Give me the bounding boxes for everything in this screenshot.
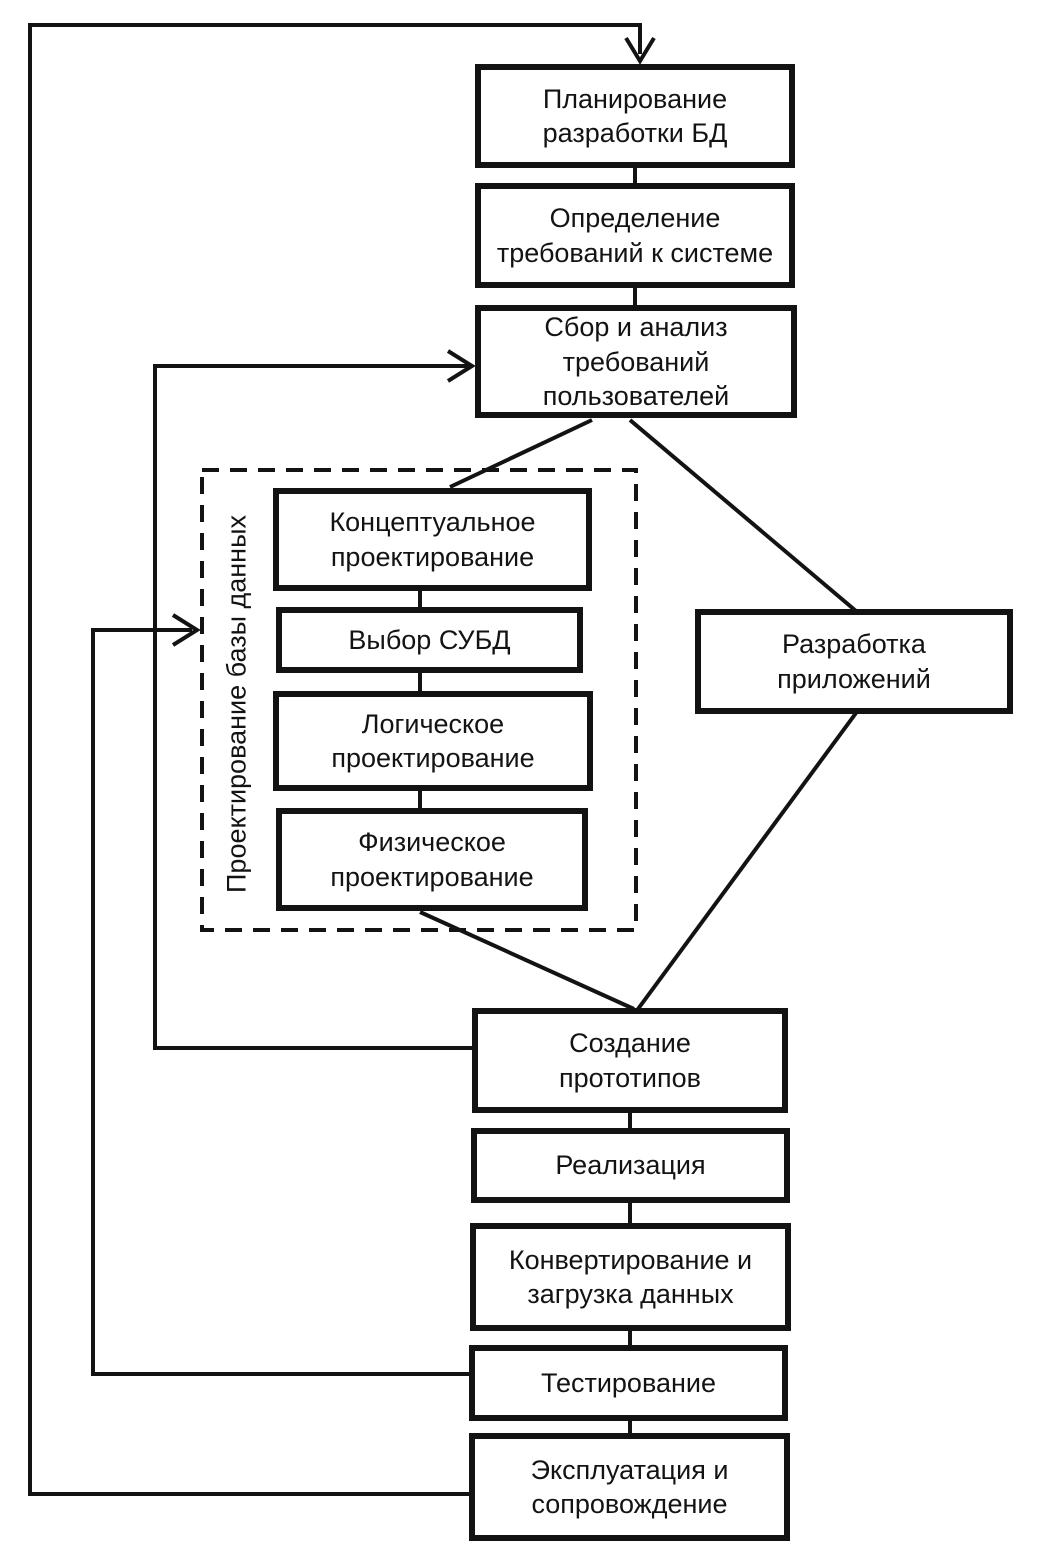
- node-application-development-label: Разработка приложений: [777, 629, 931, 694]
- node-requirements: Определение требований к системе: [475, 183, 795, 288]
- node-testing-label: Тестирование: [540, 1367, 717, 1398]
- node-maintenance: Эксплуатация и сопровождение: [469, 1433, 790, 1541]
- node-application-development: Разработка приложений: [695, 609, 1013, 714]
- node-logical-design: Логическое проектирование: [273, 691, 593, 791]
- node-physical-design: Физическое проектирование: [276, 808, 588, 911]
- node-physical-design-label: Физическое проектирование: [330, 827, 534, 892]
- node-planning-label: Планирование разработки БД: [542, 83, 728, 148]
- edge-physical-prototyping: [419, 910, 635, 1011]
- feedback-testing-design: [91, 628, 469, 1376]
- node-conceptual-design: Концептуальное проектирование: [273, 488, 592, 591]
- node-conceptual-design-label: Концептуальное проектирование: [329, 507, 536, 572]
- node-testing: Тестирование: [469, 1345, 788, 1421]
- arrowhead-down-planning: [624, 36, 656, 65]
- node-prototyping-label: Создание прототипов: [559, 1028, 701, 1093]
- node-requirements-label: Определение требований к системе: [496, 203, 774, 268]
- feedback-maintenance-planning: [28, 23, 642, 1496]
- node-logical-design-label: Логическое проектирование: [331, 708, 535, 773]
- node-prototyping: Создание прототипов: [472, 1008, 788, 1113]
- node-data-conversion: Конвертирование и загрузка данных: [470, 1223, 791, 1331]
- edge-appdev-prototyping: [636, 711, 858, 1011]
- node-maintenance-label: Эксплуатация и сопровождение: [530, 1454, 729, 1519]
- node-data-conversion-label: Конвертирование и загрузка данных: [508, 1244, 753, 1309]
- node-dbms-selection-label: Выбор СУБД: [348, 624, 511, 655]
- feedback-prototyping-collection: [153, 364, 472, 1050]
- arrowhead-right-design: [171, 613, 201, 647]
- node-implementation: Реализация: [471, 1128, 790, 1203]
- node-collection: Сбор и анализ требований пользователей: [475, 305, 797, 418]
- node-dbms-selection: Выбор СУБД: [276, 607, 583, 673]
- node-collection-label: Сбор и анализ требований пользователей: [542, 312, 730, 411]
- node-implementation-label: Реализация: [555, 1150, 706, 1181]
- arrowhead-right-collection: [446, 349, 476, 383]
- edge-collection-appdev: [628, 418, 858, 613]
- database-design-group-label: Проектирование базы данных: [221, 515, 252, 893]
- edge-collection-conceptual: [449, 418, 593, 489]
- node-planning: Планирование разработки БД: [475, 64, 795, 168]
